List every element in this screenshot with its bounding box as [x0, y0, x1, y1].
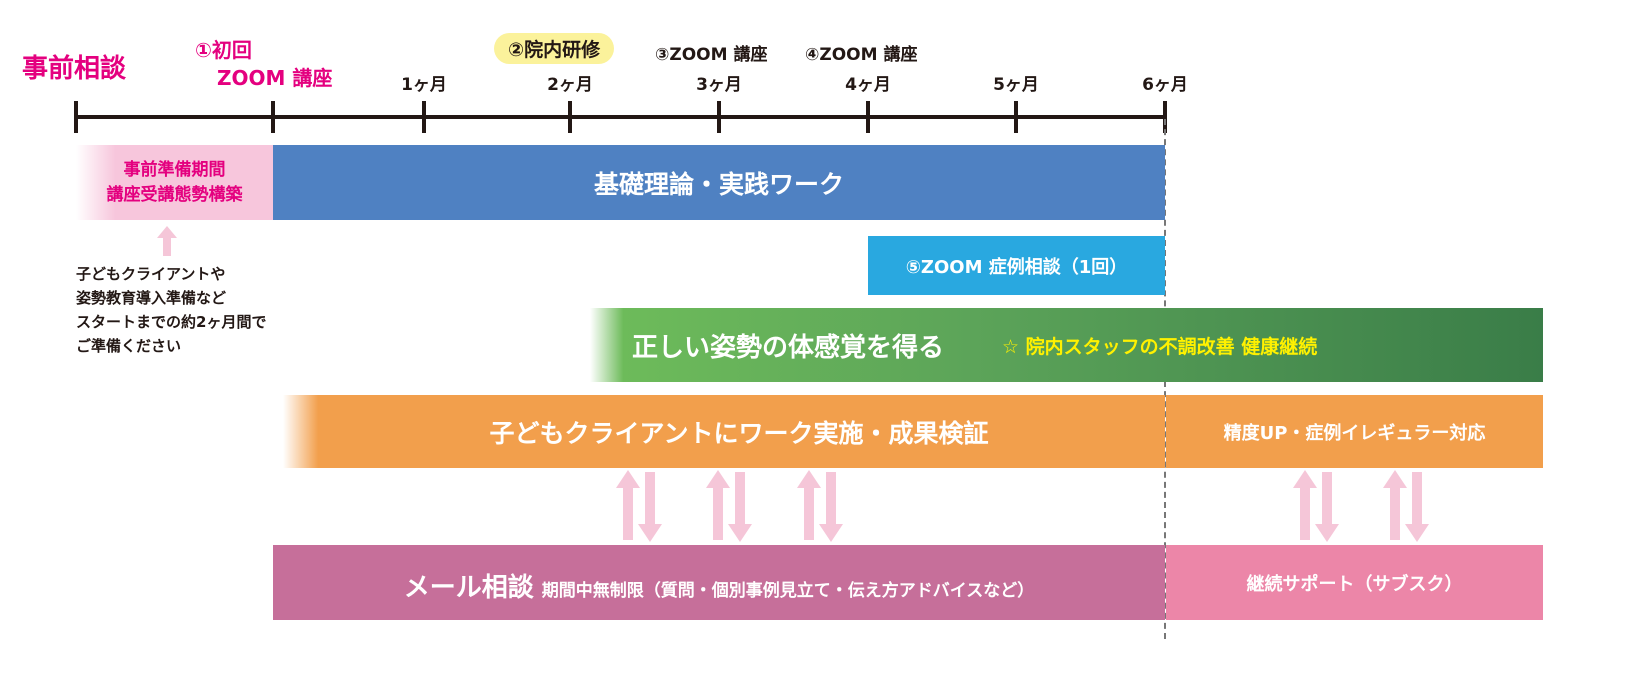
- note-line: 子どもクライアントや: [76, 265, 226, 283]
- month-label: 2ヶ月: [547, 75, 593, 95]
- month-label: 4ヶ月: [845, 75, 891, 95]
- note-line: 姿勢教育導入準備など: [76, 289, 227, 307]
- bidirectional-arrow-icon: [616, 470, 662, 542]
- pre-consult-label: 事前相談: [22, 54, 127, 84]
- zoom-case-consult-bar: ⑤ZOOM 症例相談（1回）: [868, 236, 1165, 295]
- tick-m6: [1163, 101, 1167, 133]
- timeline-axis: [76, 115, 1166, 119]
- tick-m4: [866, 101, 870, 133]
- prep-note: 子どもクライアントや 姿勢教育導入準備など スタートまでの約2ヶ月間で ご準備く…: [76, 262, 266, 358]
- up-arrow-icon: [157, 226, 177, 256]
- tick-m1: [422, 101, 426, 133]
- zoom3-label: ③ZOOM 講座: [655, 45, 768, 65]
- tick-m2: [568, 101, 572, 133]
- children-work-bar: 子どもクライアントにワーク実施・成果検証: [283, 395, 1165, 468]
- support-label: 継続サポート（サブスク）: [1246, 573, 1463, 595]
- zoom4-label: ④ZOOM 講座: [805, 45, 918, 65]
- prep-line1: 事前準備期間: [123, 159, 226, 180]
- continued-support-bar: 継続サポート（サブスク）: [1166, 545, 1543, 620]
- note-line: ご準備ください: [76, 337, 182, 355]
- basic-theory-bar: 基礎理論・実践ワーク: [273, 145, 1165, 220]
- month-label: 5ヶ月: [993, 75, 1039, 95]
- month-label: 1ヶ月: [401, 75, 447, 95]
- posture-bar: 正しい姿勢の体感覚を得る ☆ 院内スタッフの不調改善 健康継続: [590, 308, 1543, 382]
- month-label: 3ヶ月: [696, 75, 742, 95]
- precision-bar: 精度UP・症例イレギュラー対応: [1166, 395, 1543, 468]
- mail-title: メール相談: [403, 573, 534, 603]
- bidirectional-arrow-icon: [1383, 470, 1429, 542]
- tick-first: [271, 101, 275, 133]
- first-lecture-line2: ZOOM 講座: [217, 66, 333, 90]
- training-badge: ②院内研修: [494, 33, 615, 64]
- exchange-arrows: [616, 470, 1429, 542]
- precision-label: 精度UP・症例イレギュラー対応: [1223, 422, 1486, 444]
- tick-m5: [1014, 101, 1018, 133]
- children-work-label: 子どもクライアントにワーク実施・成果検証: [489, 418, 989, 448]
- bidirectional-arrow-icon: [797, 470, 843, 542]
- staff-health-label: ☆ 院内スタッフの不調改善 健康継続: [1002, 335, 1318, 358]
- mail-detail: 期間中無制限（質問・個別事例見立て・伝え方アドバイスなど）: [541, 581, 1035, 601]
- bidirectional-arrow-icon: [706, 470, 752, 542]
- bidirectional-arrow-icon: [1293, 470, 1339, 542]
- month-label: 6ヶ月: [1142, 75, 1188, 95]
- posture-label: 正しい姿勢の体感覚を得る: [632, 332, 945, 363]
- mail-consult-bar: メール相談 期間中無制限（質問・個別事例見立て・伝え方アドバイスなど）: [273, 545, 1165, 620]
- tick-start: [74, 101, 78, 133]
- basic-theory-label: 基礎理論・実践ワーク: [593, 169, 844, 199]
- prep-period-bar: 事前準備期間 講座受講態勢構築: [76, 145, 273, 220]
- first-lecture-line1: ①初回: [195, 38, 252, 62]
- tick-m3: [717, 101, 721, 133]
- zoom5-label: ⑤ZOOM 症例相談（1回）: [905, 256, 1128, 278]
- first-lecture-label: ①初回 ZOOM 講座: [195, 36, 332, 92]
- note-line: スタートまでの約2ヶ月間で: [76, 313, 267, 331]
- prep-line2: 講座受講態勢構築: [106, 184, 243, 205]
